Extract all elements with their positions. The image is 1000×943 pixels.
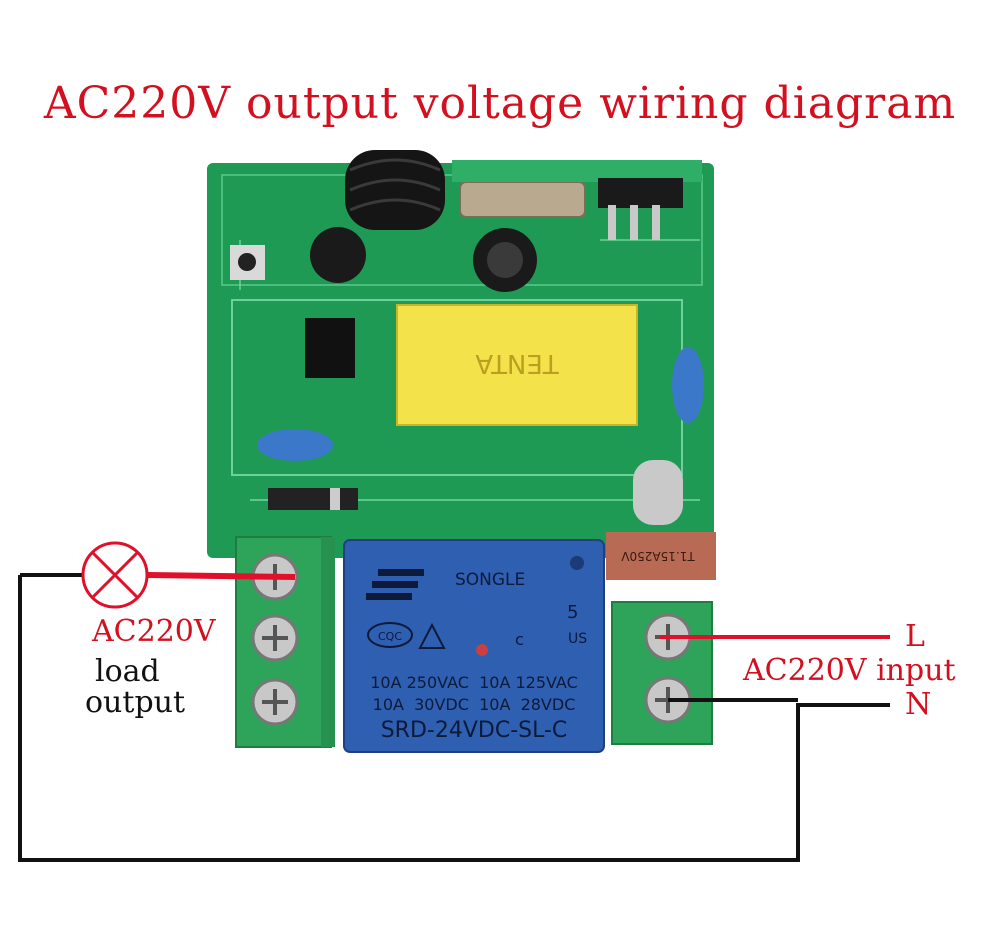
ceramic-capacitor-2 bbox=[672, 347, 704, 423]
varistor bbox=[633, 460, 683, 525]
relay-cqc-mark: CQC bbox=[378, 630, 402, 643]
electrolytic-capacitor-1 bbox=[310, 227, 366, 283]
ceramic-capacitor-1 bbox=[257, 429, 333, 461]
input-label: AC220V input bbox=[743, 653, 956, 688]
terminal-block-right bbox=[611, 601, 713, 745]
live-label-l: L bbox=[905, 619, 925, 654]
relay-brand: SONGLE bbox=[455, 570, 525, 590]
relay-mark-us: US bbox=[568, 631, 587, 647]
neutral-label-n: N bbox=[905, 687, 932, 722]
ic-chip bbox=[305, 318, 355, 378]
relay: SONGLE CQC c US 5 10A 250VAC 10A 125VAC … bbox=[343, 539, 605, 753]
wiring bbox=[18, 572, 890, 862]
diagram-title: AC220V output voltage wiring diagram bbox=[43, 78, 957, 129]
load-label-line1: AC220V bbox=[92, 614, 216, 649]
screw-terminal-icon bbox=[251, 678, 299, 726]
relay-rating-line1: 10A 250VAC 10A 125VAC bbox=[370, 673, 578, 692]
load-label-line3: output bbox=[85, 685, 186, 720]
screw-terminal-icon bbox=[251, 614, 299, 662]
capacitor-text: TENTA bbox=[475, 348, 560, 378]
svg-text:T1.15A250V: T1.15A250V bbox=[621, 549, 696, 563]
antenna-coil-icon bbox=[345, 150, 445, 230]
relay-rating-line2: 10A 30VDC 10A 28VDC bbox=[373, 695, 576, 714]
lamp-icon bbox=[81, 541, 149, 609]
load-label-line2: load bbox=[95, 654, 160, 689]
neutral-wire bbox=[18, 575, 890, 862]
terminal-block-left bbox=[235, 536, 335, 748]
crystal-oscillator bbox=[459, 181, 586, 218]
header-pins bbox=[598, 178, 683, 240]
load-output-wire bbox=[147, 572, 296, 580]
board-edge-strip bbox=[452, 160, 702, 182]
diode bbox=[268, 488, 358, 510]
relay-mark-5: 5 bbox=[567, 602, 578, 623]
relay-model: SRD-24VDC-SL-C bbox=[381, 718, 568, 743]
fuse: T1.15A250V bbox=[606, 532, 716, 580]
warning-triangle-icon bbox=[418, 622, 446, 649]
yellow-x2-capacitor: TENTA bbox=[396, 304, 638, 426]
songle-logo-icon bbox=[366, 569, 424, 600]
relay-mark-c: c bbox=[515, 630, 524, 649]
